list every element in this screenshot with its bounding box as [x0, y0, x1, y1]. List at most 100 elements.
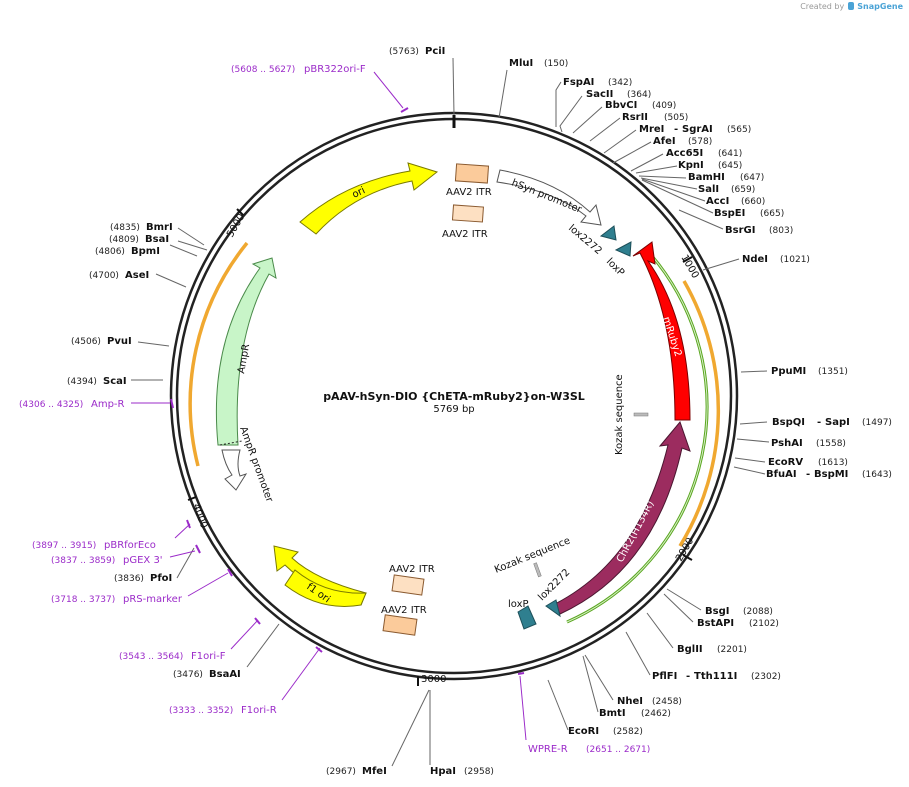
enzyme-pos-scai: (4394): [67, 377, 97, 387]
enzyme-pos-ppumi: (1351): [818, 367, 848, 377]
enzyme-acc65i: Acc65I: [666, 148, 703, 159]
enzyme-bpmi: BpmI: [131, 246, 160, 257]
svg-text:-: -: [686, 671, 690, 682]
lox2272-bottom-marker: [545, 599, 561, 618]
enzyme-pos-bmri: (4835): [110, 223, 140, 233]
enzyme-pos-pshai: (1558): [816, 439, 846, 449]
primer-pos-wpre-r: (2651 .. 2671): [586, 745, 650, 755]
credit-line: Created by SnapGene: [800, 2, 903, 11]
primer-pos-pbr322ori-f: (5608 .. 5627): [231, 65, 295, 75]
mruby2-feature: [632, 241, 691, 421]
primer-f1ori-f: F1ori-F: [191, 651, 226, 662]
enzyme-bbvci: BbvCI: [605, 100, 637, 111]
primer-prs-marker: pRS-marker: [123, 594, 183, 605]
svg-text:-: -: [674, 124, 678, 135]
enzyme-acci: AccI: [706, 196, 729, 207]
enzyme-pvui: PvuI: [107, 336, 132, 347]
enzyme-pos-bspqi: (1497): [862, 418, 892, 428]
lox2272-top-label: lox2272: [566, 223, 604, 257]
green-feature-arc: [566, 246, 709, 624]
svg-text:-: -: [817, 417, 821, 428]
orange-arc-left: [188, 241, 249, 467]
primer-pos-f1ori-r: (3333 .. 3352): [169, 706, 233, 716]
enzyme-pos-afei: (578): [688, 137, 712, 147]
snapgene-logo-icon: [847, 2, 854, 10]
enzyme-pos-bsai: (4809): [109, 235, 139, 245]
kozak-marker-2: [533, 562, 542, 578]
svg-text:-: -: [806, 469, 810, 480]
enzyme-bmri: BmrI: [146, 222, 173, 233]
enzyme-pos-pvui: (4506): [71, 337, 101, 347]
primer-f1ori-r: F1ori-R: [241, 705, 277, 716]
itr-label-4: AAV2 ITR: [381, 605, 427, 616]
enzyme-bamhi: BamHI: [688, 172, 725, 183]
enzyme-pos-mlui: (150): [544, 59, 568, 69]
enzyme-sapi: SapI: [825, 417, 850, 428]
chr2-feature: [554, 420, 691, 615]
primer-pos-pgex3: (3837 .. 3859): [51, 556, 115, 566]
enzyme-bsai: BsaI: [145, 234, 169, 245]
enzyme-pos-ecori: (2582): [613, 727, 643, 737]
enzyme-mfei: MfeI: [362, 766, 387, 777]
itr-box-2: [451, 204, 484, 223]
enzyme-pos-ndei: (1021): [780, 255, 810, 265]
primer-pos-pbrforeco: (3897 .. 3915): [32, 541, 96, 551]
loxp-bottom-marker: [517, 605, 537, 630]
enzyme-pshai: PshAI: [771, 438, 803, 449]
enzyme-pos-bfuai: (1643): [862, 470, 892, 480]
enzyme-ndei: NdeI: [742, 254, 768, 265]
enzyme-pos-rsrii: (505): [664, 113, 688, 123]
enzyme-bspmi: BspMI: [814, 469, 848, 480]
itr-label-1: AAV2 ITR: [446, 187, 492, 198]
enzyme-pos-pfoi: (3836): [114, 574, 144, 584]
enzyme-pcii: PciI: [425, 46, 445, 57]
enzyme-rsrii: RsrII: [622, 112, 648, 123]
loxp-top-label: loxP: [604, 256, 626, 278]
plasmid-length: 5769 bp: [433, 404, 474, 415]
enzyme-tth111i: Tth111I: [694, 671, 737, 682]
itr-label-2: AAV2 ITR: [442, 229, 488, 240]
enzyme-pos-bsrgi: (803): [769, 226, 793, 236]
hsyn-promoter-feature: [496, 169, 602, 226]
enzyme-mlui: MluI: [509, 58, 533, 69]
loxp-bottom-label: loxP: [508, 599, 529, 610]
itr-label-3: AAV2 ITR: [389, 564, 435, 575]
enzyme-sacii: SacII: [586, 89, 613, 100]
enzyme-pos-nhei: (2458): [652, 697, 682, 707]
loxp-top-marker: [614, 241, 632, 257]
ori-feature: [299, 162, 439, 235]
primer-pbr322ori-f: pBR322ori-F: [304, 64, 366, 75]
enzyme-fspai: FspAI: [563, 77, 594, 88]
enzyme-nhei: NheI: [617, 696, 643, 707]
enzyme-pos-hpai: (2958): [464, 767, 494, 777]
enzyme-hpai: HpaI: [430, 766, 456, 777]
created-by-label: Created by: [800, 2, 845, 11]
enzyme-bspei: BspEI: [714, 208, 745, 219]
enzyme-bsaai: BsaAI: [209, 669, 241, 680]
enzyme-pos-bsaai: (3476): [173, 670, 203, 680]
itr-box-1: [454, 163, 490, 184]
primer-pgex3: pGEX 3': [123, 555, 163, 566]
enzyme-bsrgi: BsrGI: [725, 225, 755, 236]
enzyme-pos-bamhi: (647): [740, 173, 764, 183]
ampr-label: AmpR: [236, 343, 252, 374]
enzyme-pos-mfei: (2967): [326, 767, 356, 777]
kozak-label-2: Kozak sequence: [493, 535, 572, 575]
itr-box-4: [382, 614, 418, 636]
enzyme-pos-bstapi: (2102): [749, 619, 779, 629]
enzyme-pos-acci: (660): [741, 197, 765, 207]
kozak-marker-1: [633, 412, 649, 417]
tick-3000: 3000: [421, 674, 446, 685]
itr-box-3: [391, 574, 425, 596]
tick-4000: 4000: [190, 502, 209, 530]
enzyme-bstapi: BstAPI: [697, 618, 734, 629]
enzyme-pos-bsgi: (2088): [743, 607, 773, 617]
enzyme-afei: AfeI: [653, 136, 676, 147]
lox2272-top-marker: [599, 225, 617, 241]
enzyme-pos-fspai: (342): [608, 78, 632, 88]
enzyme-pos-bbvci: (409): [652, 101, 676, 111]
primer-pos-prs-marker: (3718 .. 3737): [51, 595, 115, 605]
primer-amp-r: Amp-R: [91, 399, 125, 410]
enzyme-pos-acc65i: (641): [718, 149, 742, 159]
enzyme-leaders: [131, 57, 770, 767]
